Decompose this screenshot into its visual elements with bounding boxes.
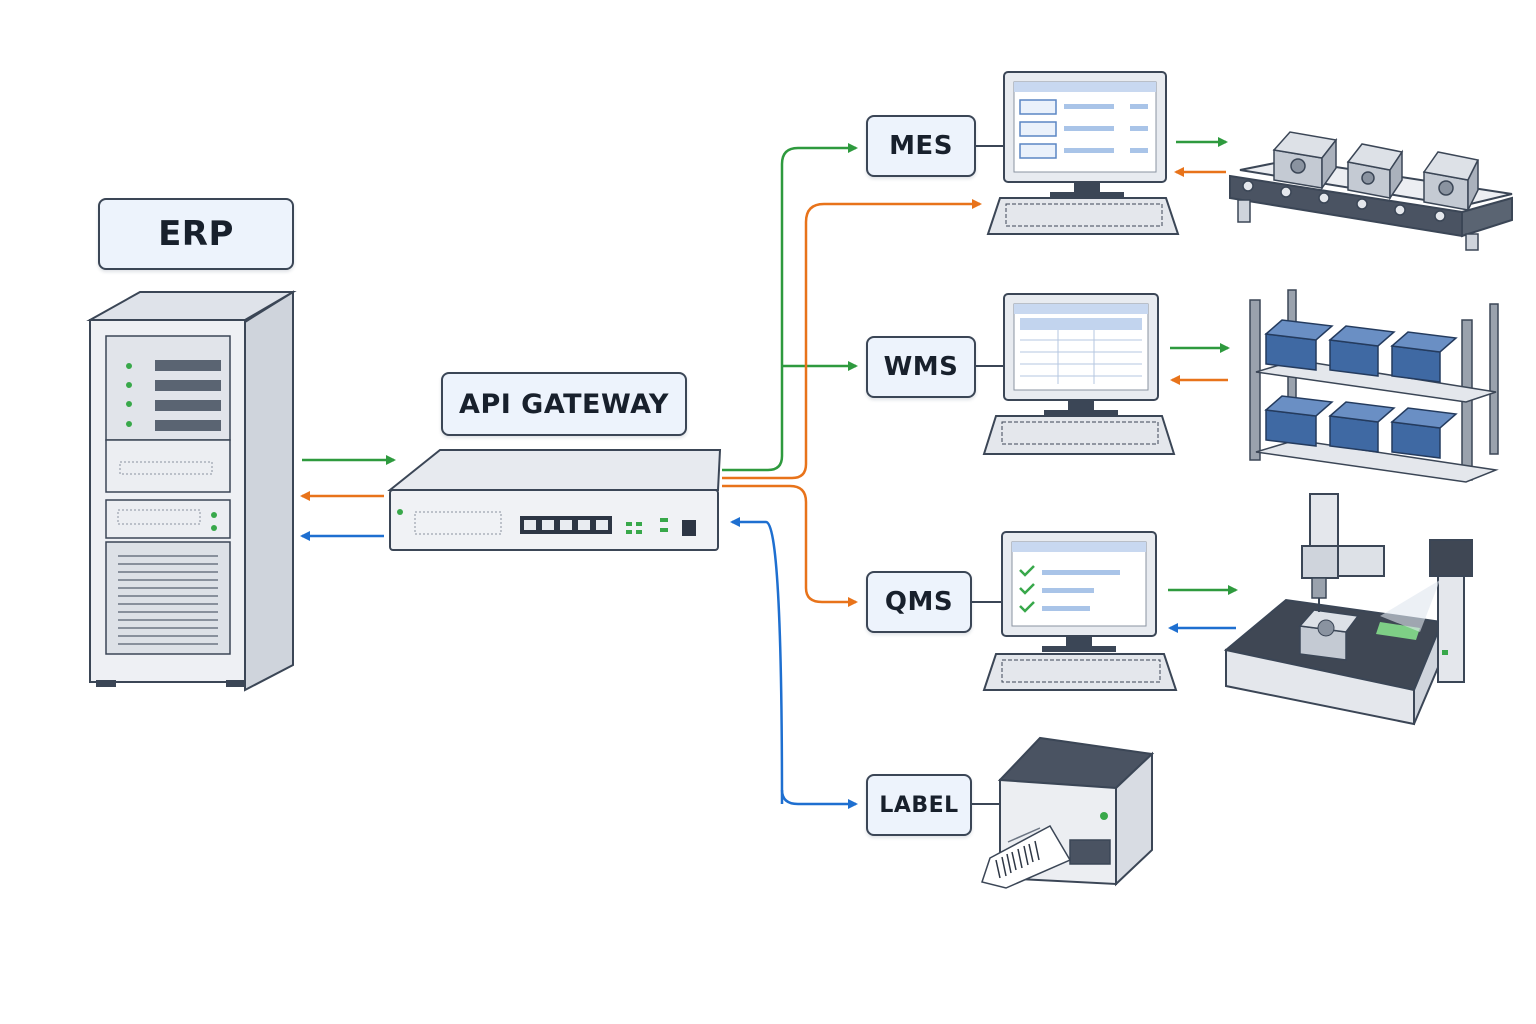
gateway-subsystem-connectors <box>722 143 982 809</box>
network-switch-icon <box>387 449 722 551</box>
desktop-computer-icon <box>974 71 1180 235</box>
conveyor-belt-icon <box>1229 131 1513 251</box>
cmm-machine-icon <box>1223 493 1473 726</box>
desktop-computer-icon <box>976 293 1176 455</box>
equipment-connectors <box>1168 137 1238 633</box>
label-printer-icon <box>972 736 1155 889</box>
storage-shelf-icon <box>1249 289 1499 483</box>
erp-label: ERP <box>98 198 294 270</box>
desktop-computer-icon <box>970 531 1178 691</box>
qms-label: QMS <box>866 571 972 633</box>
mes-label: MES <box>866 115 976 177</box>
server-rack-icon <box>86 290 297 692</box>
label-printer-label: LABEL <box>866 774 972 836</box>
api-gateway-label: API GATEWAY <box>441 372 687 436</box>
wms-label: WMS <box>866 336 976 398</box>
erp-gateway-connectors <box>300 455 396 541</box>
